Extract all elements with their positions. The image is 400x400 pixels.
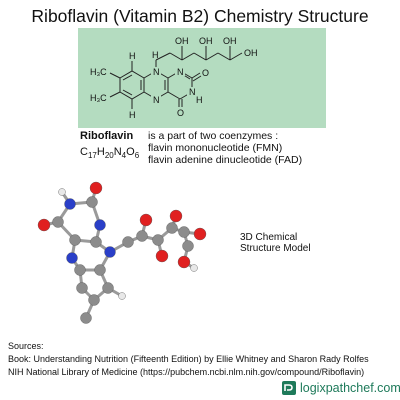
atom-h2: H xyxy=(129,110,136,120)
carbon-atom xyxy=(182,240,194,252)
carbon-atom xyxy=(69,234,81,246)
carbon-atom xyxy=(80,312,92,324)
model-label-line: Structure Model xyxy=(240,243,311,254)
structural-formula-panel: N N N N O O H H H H H₃C H₃C OH OH OH OH xyxy=(78,28,326,128)
atom-h1: H xyxy=(129,51,136,61)
hydrogen-atom xyxy=(118,292,126,300)
atom-ch3b: H₃C xyxy=(90,93,107,103)
nitrogen-atom xyxy=(64,198,76,210)
description-line: flavin adenine dinucleotide (FAD) xyxy=(148,154,303,166)
carbon-atom xyxy=(102,282,114,294)
carbon-atom xyxy=(166,222,178,234)
brand-logo[interactable]: logixpathchef.com xyxy=(282,379,400,397)
oxygen-atom xyxy=(169,209,183,223)
source-line: NIH National Library of Medicine (https:… xyxy=(8,367,365,377)
description-line: flavin mononucleotide (FMN) xyxy=(148,142,283,154)
page-title: Riboflavin (Vitamin B2) Chemistry Struct… xyxy=(31,6,369,26)
carbon-atom xyxy=(52,216,64,228)
carbon-atom xyxy=(136,230,148,242)
carbon-atom xyxy=(178,226,190,238)
nitrogen-atom xyxy=(104,246,116,258)
oxygen-atom xyxy=(193,227,207,241)
oxygen-atom xyxy=(89,181,103,195)
structural-formula: N N N N O O H H H H H₃C H₃C OH OH OH OH xyxy=(90,36,258,120)
brand-name[interactable]: logixpathchef.com xyxy=(300,381,400,395)
atom-o1: O xyxy=(202,68,209,78)
source-line: Book: Understanding Nutrition (Fifteenth… xyxy=(8,354,369,364)
carbon-atom xyxy=(152,234,164,246)
atom-n4: N xyxy=(189,87,196,97)
oxygen-atom xyxy=(139,213,153,227)
oxygen-atom xyxy=(37,218,51,232)
carbon-atom xyxy=(90,236,102,248)
compound-name: Riboflavin xyxy=(80,130,134,142)
brand-icon xyxy=(282,381,296,395)
hydrogen-atom xyxy=(58,188,66,196)
carbon-atom xyxy=(86,196,98,208)
carbon-atom xyxy=(74,264,86,276)
atom-oh2: OH xyxy=(199,36,213,46)
atom-n3: N xyxy=(153,95,160,105)
nitrogen-atom xyxy=(94,219,106,231)
atom-oh1: OH xyxy=(175,36,189,46)
nitrogen-atom xyxy=(66,252,78,264)
atom-h4: H xyxy=(152,50,159,60)
model-label-line: 3D Chemical xyxy=(240,232,298,243)
atom-n2: N xyxy=(177,67,184,77)
atom-oh4: OH xyxy=(244,48,258,58)
carbon-atom xyxy=(122,236,134,248)
model-atoms xyxy=(37,181,207,324)
atom-ch3a: H₃C xyxy=(90,67,107,77)
description-line: is a part of two coenzymes : xyxy=(148,130,279,142)
atom-h3: H xyxy=(196,95,203,105)
sources-heading: Sources: xyxy=(8,341,44,351)
ball-and-stick-model xyxy=(37,181,207,324)
oxygen-atom xyxy=(177,255,191,269)
compound-description: is a part of two coenzymes : flavin mono… xyxy=(148,130,302,166)
model-label: 3D Chemical Structure Model xyxy=(240,232,311,254)
carbon-atom xyxy=(94,264,106,276)
atom-n1: N xyxy=(153,67,160,77)
formula-labels: N N N N O O H H H H H₃C H₃C OH OH OH OH xyxy=(90,36,258,120)
carbon-atom xyxy=(88,294,100,306)
atom-oh3: OH xyxy=(223,36,237,46)
atom-o2: O xyxy=(177,108,184,118)
compound-formula: C17H20N4O6 xyxy=(80,146,140,161)
hydrogen-atom xyxy=(190,264,198,272)
oxygen-atom xyxy=(155,249,169,263)
sources-block: Sources: Book: Understanding Nutrition (… xyxy=(8,340,369,379)
carbon-atom xyxy=(76,282,88,294)
